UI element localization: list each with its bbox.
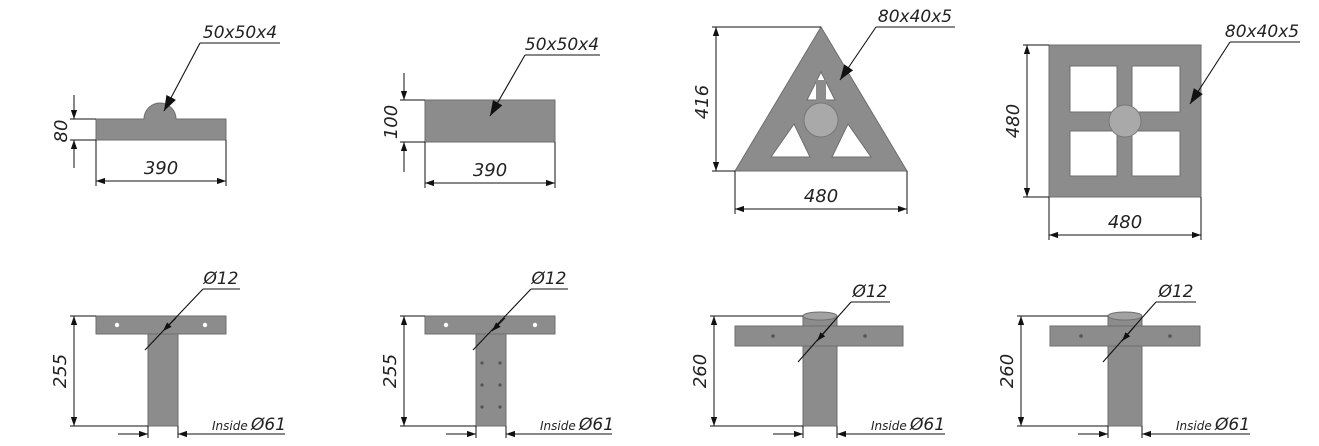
hole-4a — [1079, 334, 1083, 338]
hole-1b — [202, 322, 208, 328]
width-label-2: 390 — [473, 160, 507, 181]
top-drawing-2: 100 390 50x50x4 — [381, 35, 600, 188]
hole-label-b2: Ø12 — [530, 269, 566, 289]
width-label-3: 480 — [804, 186, 838, 207]
center-hub-square — [1108, 104, 1142, 138]
tube-top-3 — [802, 311, 838, 321]
spec-label-3: 80x40x5 — [878, 7, 952, 27]
spec-label-1: 50x50x4 — [203, 23, 277, 43]
tube-hole-2b — [480, 383, 484, 387]
height-label-b3: 260 — [690, 354, 711, 388]
tube-hole-2e — [498, 383, 502, 387]
top-drawing-3: 416 480 80x40x5 — [692, 7, 955, 214]
top-drawing-1: 80 390 50x50x4 — [51, 23, 280, 186]
hole-3a — [771, 334, 775, 338]
crossbar-2 — [424, 315, 556, 335]
bar-80-dome — [95, 102, 227, 141]
hole-2b — [532, 322, 538, 328]
bottom-drawing-2: 255 Ø12 Inside Ø61 — [380, 269, 614, 438]
tube-hole-2a — [480, 361, 484, 365]
inside-text-b2: Inside — [540, 419, 576, 433]
hole-3b — [863, 334, 867, 338]
block-100 — [424, 99, 556, 143]
height-label-b1: 255 — [50, 354, 71, 388]
spec-label-4: 80x40x5 — [1225, 22, 1299, 42]
hole-4b — [1168, 334, 1172, 338]
inside-text-b4: Inside — [1176, 419, 1212, 433]
inside-text-b1: Inside — [212, 419, 248, 433]
height-label-1: 80 — [51, 120, 72, 143]
tube-2 — [475, 333, 507, 427]
bottom-drawing-3: 260 Ø12 Inside Ø61 — [690, 282, 945, 438]
width-label-1: 390 — [144, 158, 178, 179]
tube-hole-2d — [498, 361, 502, 365]
spec-label-2: 50x50x4 — [525, 35, 599, 55]
inside-value-b2: Ø61 — [578, 415, 614, 435]
height-label-3: 416 — [692, 85, 713, 119]
height-label-b4: 260 — [997, 354, 1018, 388]
crossbar-3 — [734, 325, 904, 347]
inside-value-b3: Ø61 — [909, 415, 945, 435]
crossbar-4 — [1049, 325, 1201, 347]
hole-2a — [443, 322, 449, 328]
inside-text-b3: Inside — [871, 419, 907, 433]
inside-value-b1: Ø61 — [250, 415, 286, 435]
width-label-4: 480 — [1108, 212, 1142, 233]
center-hub-triangle — [803, 102, 839, 138]
height-label-2: 100 — [381, 105, 402, 139]
bottom-drawing-1: 255 Ø12 Inside Ø61 — [50, 269, 286, 438]
tube-1 — [147, 333, 179, 427]
crossbar-1 — [95, 315, 227, 335]
tube-hole-2c — [480, 405, 484, 409]
hole-label-b3: Ø12 — [851, 282, 887, 302]
tube-hole-2f — [498, 405, 502, 409]
bottom-drawing-4: 260 Ø12 Inside Ø61 — [997, 282, 1250, 438]
inside-value-b4: Ø61 — [1214, 415, 1250, 435]
height-label-b2: 255 — [380, 354, 401, 388]
tube-top-4 — [1107, 311, 1143, 321]
height-label-4: 480 — [1003, 104, 1024, 138]
top-drawing-4: 480 480 80x40x5 — [1003, 22, 1300, 240]
hole-1a — [114, 322, 120, 328]
hole-label-b1: Ø12 — [202, 269, 238, 289]
hole-label-b4: Ø12 — [1157, 282, 1193, 302]
